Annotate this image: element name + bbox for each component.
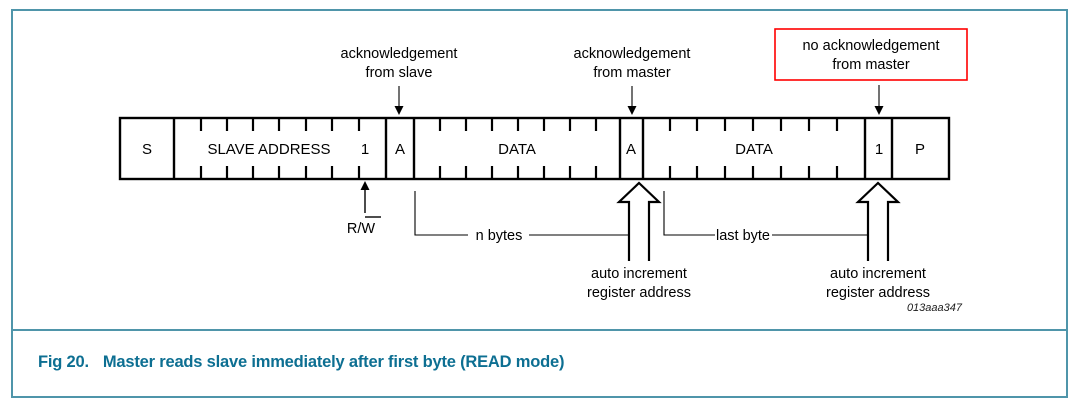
auto-increment-1-line2: register address	[587, 285, 691, 301]
annotation-read-write: R/W	[347, 181, 381, 237]
bit-ticks-data-last	[668, 118, 839, 179]
figure-caption-text: Master reads slave immediately after fir…	[102, 353, 565, 371]
annotation-auto-increment-1: auto increment register address	[587, 181, 691, 301]
caption-area: Fig 20. Master reads slave immediately af…	[13, 329, 1066, 396]
annotation-no-ack-from-master: no acknowledgement from master	[774, 28, 968, 115]
last-byte-bracket-left	[663, 191, 715, 236]
figure-caption-number: Fig 20.	[38, 353, 89, 371]
ack-from-slave-line1: acknowledgement	[341, 46, 458, 62]
diagram-svg: S SLAVE ADDRESS 1 A DATA A DATA 1 P ackn…	[118, 28, 968, 301]
n-bytes-bracket-left	[414, 191, 468, 236]
field-label-read-write-bit: 1	[361, 141, 369, 158]
field-label-stop-condition: P	[915, 141, 925, 158]
auto-increment-2-line2: register address	[826, 285, 930, 301]
ack-from-master-line2: from master	[593, 65, 671, 81]
annotation-last-byte: last byte	[663, 191, 868, 244]
ack-from-slave-line2: from slave	[366, 65, 433, 81]
annotation-n-bytes: n bytes	[414, 191, 630, 244]
read-write-label: R/W	[347, 221, 376, 237]
ack-from-master-line1: acknowledgement	[574, 46, 691, 62]
auto-increment-2-hollow-arrow	[855, 181, 901, 261]
field-label-ack-master: A	[626, 141, 636, 158]
no-ack-from-master-line2: from master	[832, 57, 910, 73]
i2c-read-mode-timing-diagram: S SLAVE ADDRESS 1 A DATA A DATA 1 P ackn…	[13, 11, 1066, 329]
bit-ticks-data-n	[438, 118, 598, 179]
annotation-auto-increment-2: auto increment register address	[826, 181, 930, 301]
packet-frame-bar: S SLAVE ADDRESS 1 A DATA A DATA 1 P	[118, 116, 951, 181]
auto-increment-2-line1: auto increment	[830, 266, 926, 282]
bit-ticks-slave-address	[199, 118, 361, 179]
last-byte-label: last byte	[716, 228, 770, 244]
field-label-start-condition: S	[142, 141, 152, 158]
figure-id-code: 013aaa347	[906, 302, 962, 314]
field-label-data-byte-n: DATA	[498, 141, 536, 158]
annotation-ack-from-slave: acknowledgement from slave	[341, 46, 458, 115]
field-label-slave-address: SLAVE ADDRESS	[207, 141, 330, 158]
packet-bar-outline	[118, 116, 951, 181]
n-bytes-label: n bytes	[476, 228, 523, 244]
no-ack-from-master-line1: no acknowledgement	[802, 38, 939, 54]
field-label-ack-slave: A	[395, 141, 405, 158]
figure-caption: Fig 20. Master reads slave immediately af…	[38, 353, 564, 372]
figure-frame: S SLAVE ADDRESS 1 A DATA A DATA 1 P ackn…	[11, 9, 1068, 398]
auto-increment-1-hollow-arrow	[616, 181, 662, 261]
field-label-data-last-byte: DATA	[735, 141, 773, 158]
no-ack-highlight-box	[774, 28, 968, 81]
annotation-ack-from-master: acknowledgement from master	[574, 46, 691, 115]
auto-increment-1-line1: auto increment	[591, 266, 687, 282]
field-label-nack-bit: 1	[875, 141, 883, 158]
